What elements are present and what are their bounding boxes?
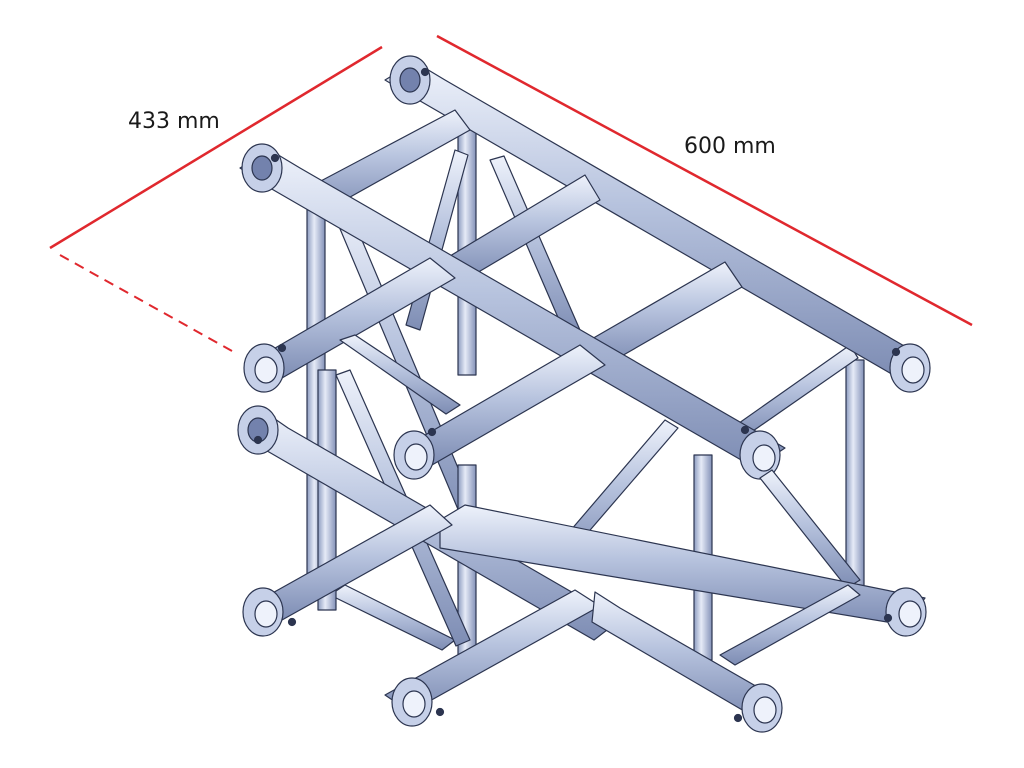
- diagonal-brace: [731, 344, 859, 441]
- tube-bore: [251, 155, 273, 181]
- vertical-tube: [845, 359, 865, 591]
- dimension-lines: [49, 34, 973, 352]
- top-front-chord: [239, 143, 786, 480]
- tube-bore: [402, 690, 426, 718]
- tube-bore: [898, 600, 922, 628]
- length-dimension-line: [436, 34, 973, 327]
- length-dimension-label: 600 mm: [684, 134, 776, 159]
- tube-bore: [752, 444, 776, 472]
- bolt-hole: [883, 613, 893, 623]
- tube-bore: [404, 443, 428, 471]
- bolt-hole: [270, 153, 280, 163]
- bolt-hole: [427, 427, 437, 437]
- depth-dimension-dashed: [59, 254, 233, 352]
- bolt-hole: [253, 435, 263, 445]
- top-back-chord: [384, 55, 931, 393]
- truss-structure: [237, 55, 931, 733]
- top-branch-chords: [243, 257, 606, 480]
- tube-bore: [254, 356, 278, 384]
- bolt-hole: [435, 707, 445, 717]
- diagonal-brace: [759, 469, 861, 589]
- bottom-chords: [242, 504, 927, 733]
- depth-dimension-line: [49, 45, 383, 250]
- bolt-hole: [420, 67, 430, 77]
- bolt-hole: [733, 713, 743, 723]
- bolt-hole: [740, 425, 750, 435]
- tube-bore: [901, 356, 925, 384]
- bolt-hole: [287, 617, 297, 627]
- tube-bore: [399, 67, 421, 93]
- tube-bore: [753, 696, 777, 724]
- depth-dimension-label: 433 mm: [128, 109, 220, 134]
- bolt-hole: [891, 347, 901, 357]
- bolt-hole: [277, 343, 287, 353]
- tube-bore: [254, 600, 278, 628]
